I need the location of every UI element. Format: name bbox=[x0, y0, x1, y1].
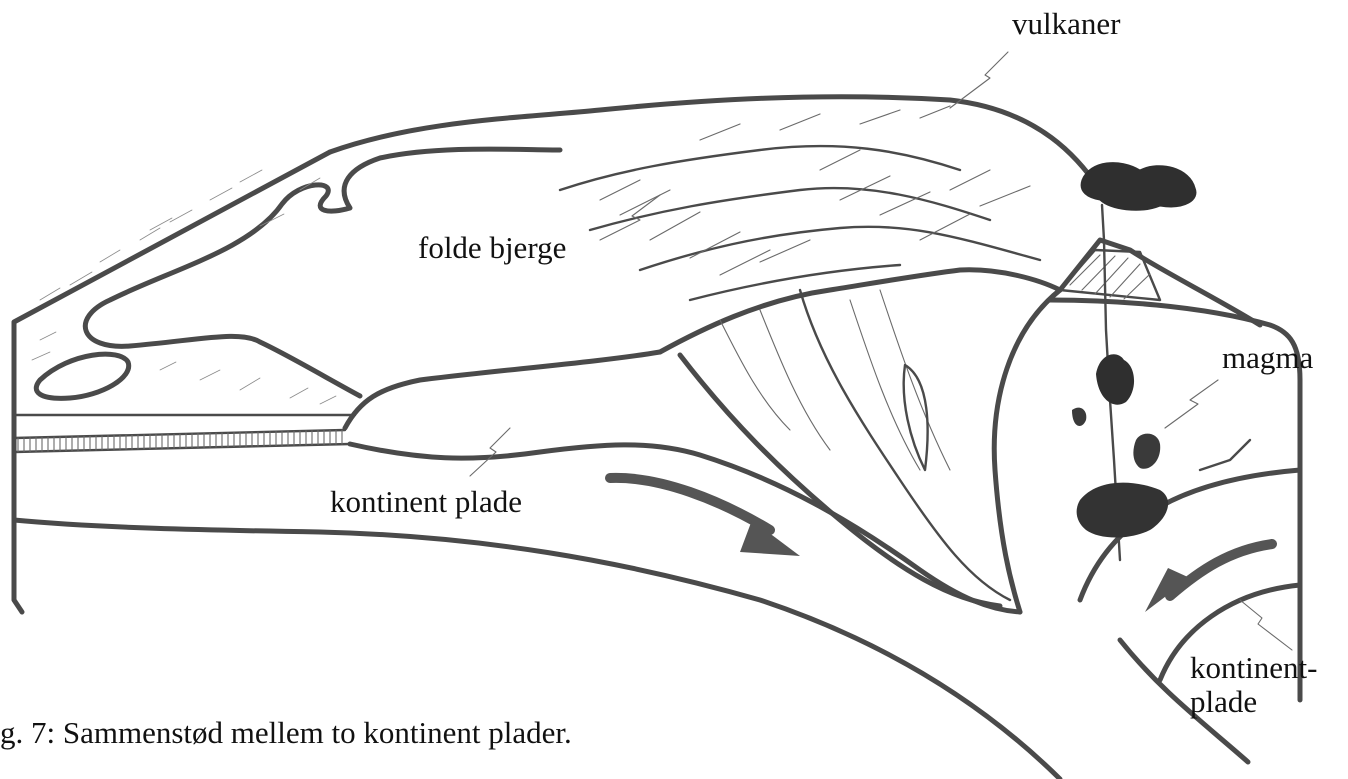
arrow-right-shaft bbox=[1170, 544, 1272, 596]
label-magma: magma bbox=[1222, 342, 1313, 373]
leader-magma bbox=[1165, 380, 1218, 428]
suture-left bbox=[680, 355, 1000, 606]
hatched-lens bbox=[904, 365, 928, 470]
leader-kontinent-plade-right bbox=[1240, 600, 1292, 650]
figure-caption: g. 7: Sammenstød mellem to kontinent pla… bbox=[0, 717, 572, 748]
magma-blob-3 bbox=[1072, 408, 1086, 426]
eruption-plume bbox=[1081, 163, 1196, 211]
suture-center bbox=[800, 290, 1010, 600]
leader-kontinent-plade-left bbox=[470, 428, 510, 476]
eruption-stem bbox=[1102, 205, 1104, 240]
arrow-left-shaft bbox=[610, 478, 770, 530]
coastline bbox=[85, 149, 560, 396]
magma-chamber-upper bbox=[1096, 354, 1134, 404]
right-block-wall bbox=[994, 290, 1060, 612]
label-vulkaner: vulkaner bbox=[1012, 8, 1120, 39]
label-kontinent-plade-right-2: plade bbox=[1190, 686, 1257, 717]
island-outline bbox=[36, 354, 128, 398]
mountain-ridge-1 bbox=[560, 146, 960, 190]
sea-coast-outline bbox=[330, 97, 1100, 190]
mountain-front bbox=[660, 270, 1060, 352]
leader-folde-bjerge bbox=[600, 195, 660, 240]
magma-blob-2 bbox=[1133, 434, 1160, 469]
mountain-ridge-2 bbox=[590, 188, 990, 230]
left-plate-top bbox=[345, 352, 660, 428]
label-kontinent-plade-right-1: kontinent- bbox=[1190, 652, 1317, 683]
mountain-ridge-3 bbox=[640, 227, 1040, 270]
magma-chamber-lower bbox=[1077, 483, 1168, 538]
right-crack bbox=[1200, 440, 1250, 470]
label-kontinent-plade-left: kontinent plade bbox=[330, 486, 522, 517]
mountain-hatching bbox=[600, 106, 1030, 275]
label-folde-bjerge: folde bjerge bbox=[418, 232, 566, 263]
